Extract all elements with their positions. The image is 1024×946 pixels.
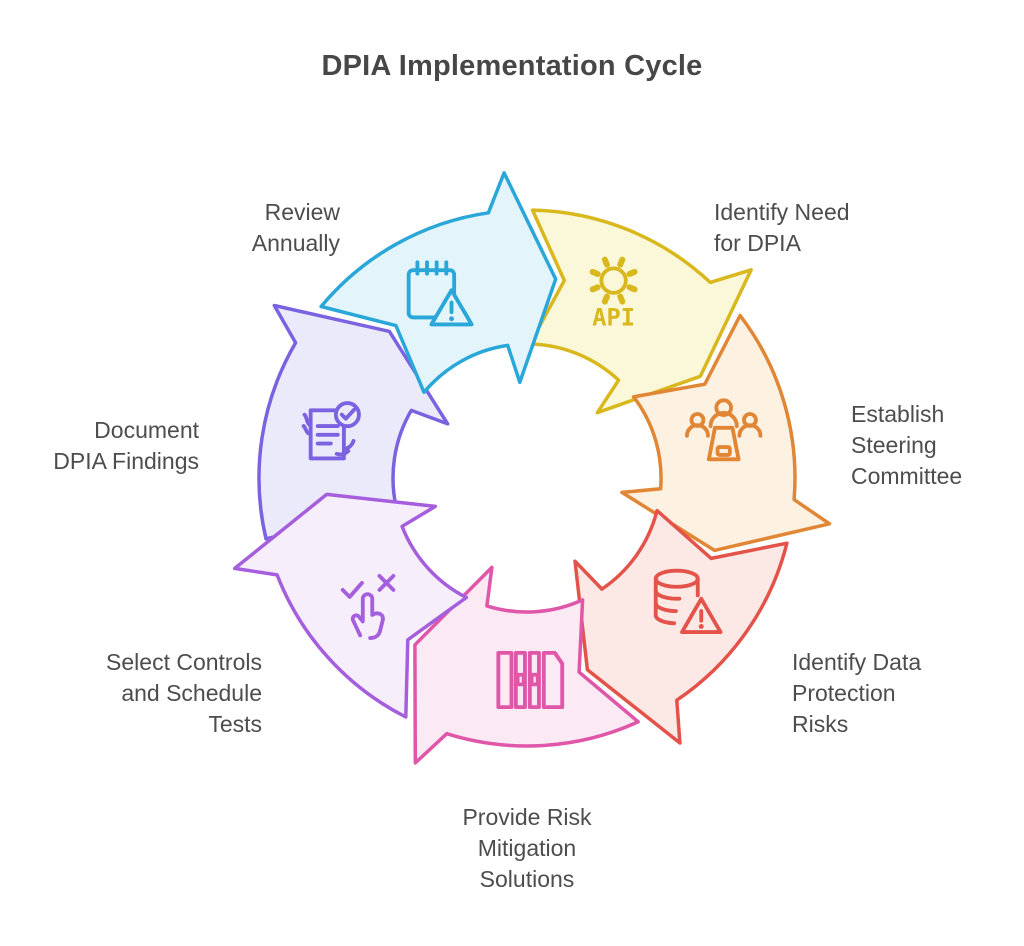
meeting-icon — [685, 398, 763, 462]
cycle-arrow-identify-need — [528, 208, 753, 415]
document-check-icon — [301, 401, 361, 461]
gear-api-icon: API — [589, 256, 638, 331]
cycle-arrow-identify-risks — [573, 508, 789, 745]
svg-text:API: API — [592, 303, 635, 331]
cycle-arrow-select-controls — [232, 492, 469, 719]
shelf-books-icon — [496, 650, 565, 710]
cycle-arrow-review-annually — [319, 171, 558, 395]
calendar-alert-icon — [406, 260, 474, 327]
page-title: DPIA Implementation Cycle — [321, 50, 703, 82]
choice-hand-icon — [340, 573, 396, 640]
database-alert-icon — [653, 568, 723, 635]
